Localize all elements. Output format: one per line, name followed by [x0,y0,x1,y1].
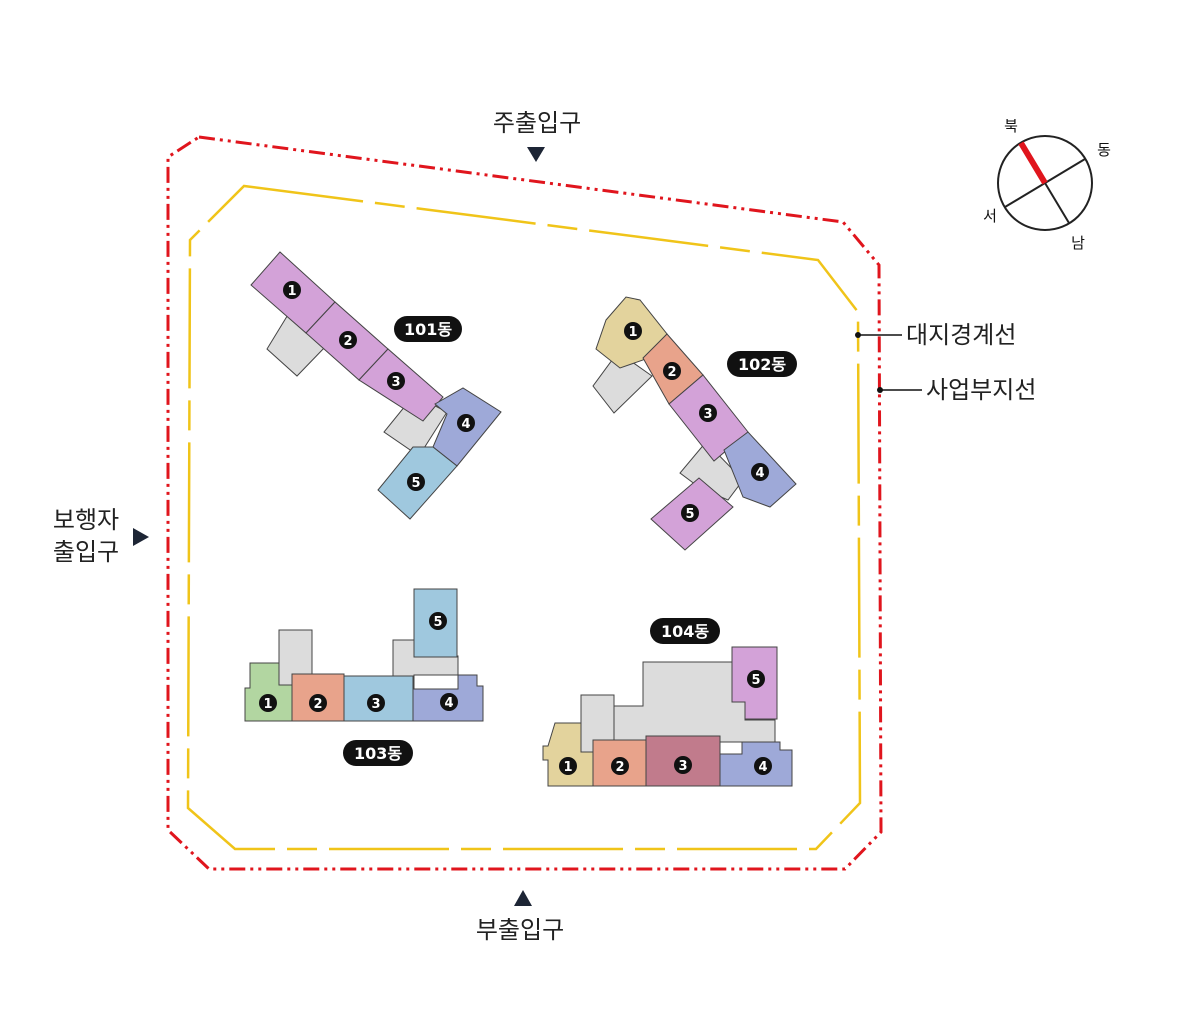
unit-marker: 3 [674,756,692,774]
unit-marker: 2 [611,757,629,775]
unit-marker: 3 [387,372,405,390]
unit-marker: 1 [283,281,301,299]
unit-marker: 5 [429,612,447,630]
svg-text:5: 5 [433,615,442,630]
unit-marker: 4 [754,757,772,775]
svg-text:4: 4 [758,760,767,775]
building-102[interactable]: 1 2 3 4 5 102동 [592,296,797,551]
building-102-label: 102동 [738,355,786,374]
building-tag: 101동 [394,316,462,342]
compass: 북 동 서 남 [983,117,1111,252]
unit-marker: 4 [457,414,475,432]
building-103[interactable]: 1 2 3 4 5 103동 [244,588,484,766]
main-entrance-label: 주출입구 [493,109,581,137]
building-104-label: 104동 [661,622,709,641]
pedestrian-label-line2: 출입구 [53,538,119,566]
core [592,351,653,414]
unit-marker: 2 [663,362,681,380]
unit[interactable] [413,588,458,658]
unit-marker: 5 [681,504,699,522]
svg-text:2: 2 [313,697,322,712]
svg-text:2: 2 [615,760,624,775]
pedestrian-label-line1: 보행자 [53,506,119,534]
svg-text:5: 5 [685,507,694,522]
svg-text:3: 3 [703,407,712,422]
project-boundary-line [166,135,883,871]
unit-marker: 1 [624,322,642,340]
svg-text:5: 5 [751,673,760,688]
svg-text:2: 2 [667,365,676,380]
svg-text:1: 1 [263,697,272,712]
sub-entrance-label: 부출입구 [476,916,564,944]
building-101[interactable]: 1 2 3 4 5 101동 [250,251,502,520]
building-103-label: 103동 [354,744,402,763]
unit-marker: 2 [309,694,327,712]
unit-marker: 1 [559,757,577,775]
svg-text:5: 5 [411,476,420,491]
project-boundary-label: 사업부지선 [926,376,1036,404]
svg-text:4: 4 [755,466,764,481]
svg-text:4: 4 [444,696,453,711]
svg-text:3: 3 [371,697,380,712]
svg-text:3: 3 [391,375,400,390]
building-tag: 104동 [650,618,720,644]
unit-marker: 2 [339,331,357,349]
svg-text:1: 1 [628,325,637,340]
unit-marker: 3 [699,404,717,422]
svg-text:1: 1 [287,284,296,299]
compass-east: 동 [1097,141,1111,159]
compass-west: 서 [983,207,997,225]
unit-marker: 4 [751,463,769,481]
svg-text:4: 4 [461,417,470,432]
sub-entrance-arrow [514,890,532,906]
building-104[interactable]: 1 2 3 4 5 104동 [542,618,793,787]
building-101-label: 101동 [404,320,452,339]
building-tag: 103동 [343,740,413,766]
svg-text:1: 1 [563,760,572,775]
svg-text:2: 2 [343,334,352,349]
pedestrian-entrance: 보행자 출입구 [53,506,149,566]
unit-marker: 3 [367,694,385,712]
unit-marker: 1 [259,694,277,712]
main-entrance: 주출입구 [493,109,581,162]
unit-marker: 5 [747,670,765,688]
compass-north-needle [1018,141,1048,185]
site-boundary-label: 대지경계선 [906,321,1016,349]
compass-north: 북 [1004,117,1018,135]
svg-text:3: 3 [678,759,687,774]
building-tag: 102동 [727,351,797,377]
main-entrance-arrow [527,147,545,162]
site-boundary-line [186,184,862,851]
unit-marker: 4 [440,693,458,711]
project-boundary-legend: 사업부지선 [877,376,1036,404]
unit-marker: 5 [407,473,425,491]
site-boundary-legend: 대지경계선 [855,321,1016,349]
pedestrian-entrance-arrow [133,528,149,546]
unit[interactable] [542,722,594,787]
sub-entrance: 부출입구 [476,890,564,944]
compass-south: 남 [1071,234,1085,252]
